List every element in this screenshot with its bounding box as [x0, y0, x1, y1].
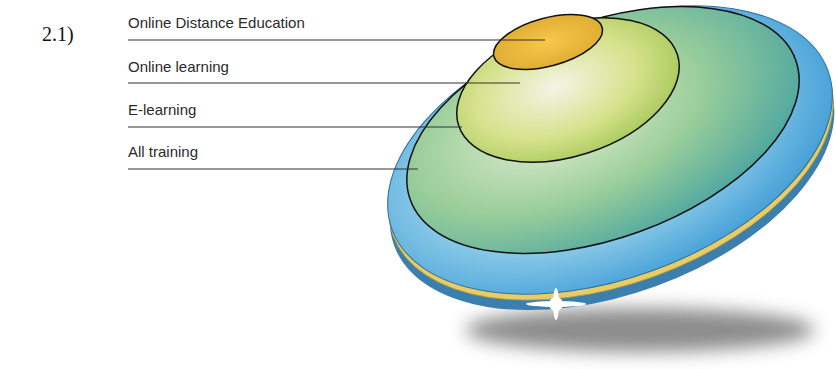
layer-label: All training	[128, 143, 198, 161]
sparkle	[526, 288, 586, 320]
layer-label: Online Distance Education	[128, 14, 305, 32]
figure-number: 2.1)	[42, 22, 74, 46]
layer-label: Online learning	[128, 58, 229, 76]
core-ellipse	[488, 4, 609, 79]
shadow	[465, 308, 815, 352]
layer-label: E-learning	[128, 101, 196, 119]
outer-ring	[348, 0, 836, 350]
disc	[348, 0, 836, 366]
middle-ring	[373, 0, 832, 302]
leader-lines	[128, 40, 545, 169]
inner-ring	[438, 0, 698, 188]
